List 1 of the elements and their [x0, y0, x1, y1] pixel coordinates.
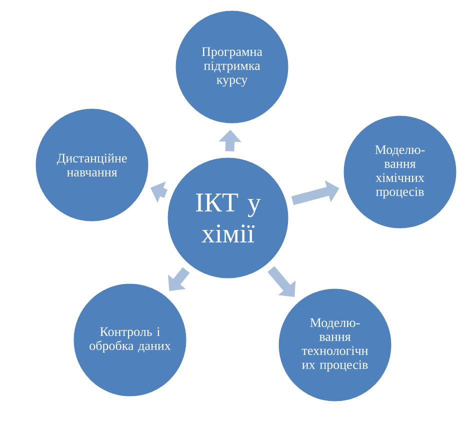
arrow [268, 266, 296, 297]
